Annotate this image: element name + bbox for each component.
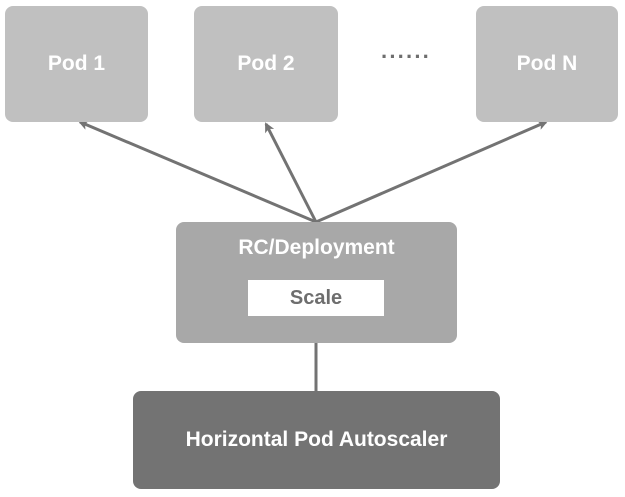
pod-n-box: Pod N [476, 6, 618, 122]
pods-ellipsis: ······ [381, 44, 431, 69]
pod-2-box: Pod 2 [194, 6, 338, 122]
horizontal-pod-autoscaler-label: Horizontal Pod Autoscaler [185, 428, 448, 451]
scale-box: Scale [248, 280, 384, 316]
arrow-to-pod-2 [264, 122, 318, 223]
arrow-to-pod-n [315, 120, 548, 224]
pod-1-box: Pod 1 [5, 6, 148, 122]
pod-1-label: Pod 1 [47, 52, 106, 75]
horizontal-pod-autoscaler-box: Horizontal Pod Autoscaler [133, 391, 500, 489]
pod-2-label: Pod 2 [237, 52, 295, 75]
pod-n-label: Pod N [516, 52, 578, 75]
scale-label: Scale [289, 286, 343, 309]
arrow-to-pod-1 [78, 120, 317, 224]
rc-deployment-box: RC/Deployment Scale [176, 222, 457, 343]
rc-deployment-title: RC/Deployment [238, 236, 395, 259]
